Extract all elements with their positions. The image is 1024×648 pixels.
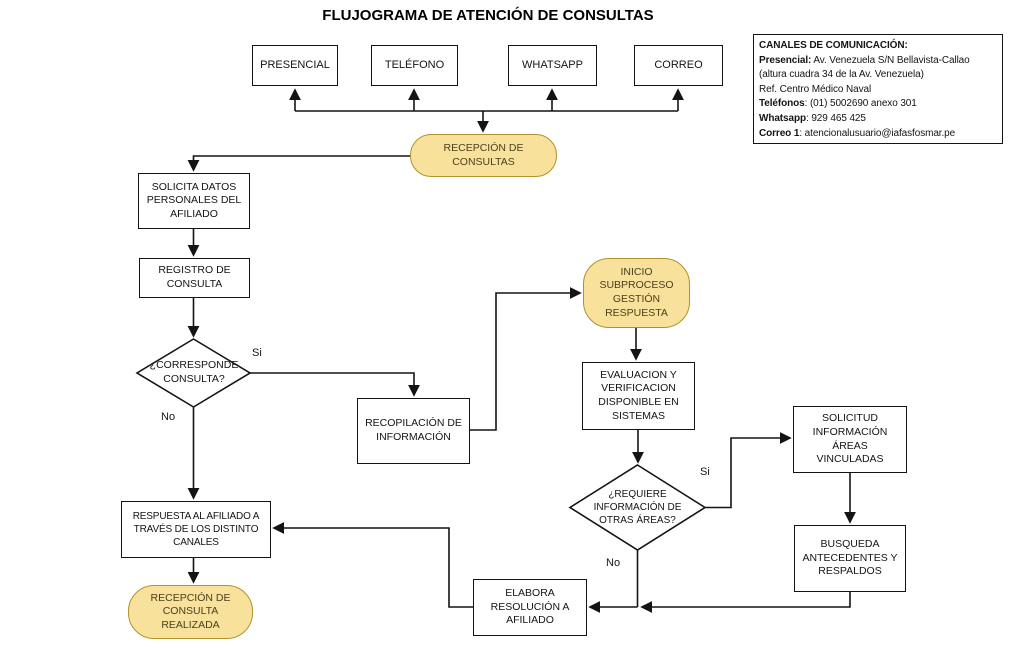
edge-recepcion-to-solicita bbox=[187, 155, 410, 172]
node-registro-consulta: REGISTRO DE CONSULTA bbox=[139, 258, 250, 298]
channel-presencial: PRESENCIAL bbox=[252, 45, 338, 86]
edge-elabora-to-respuesta bbox=[272, 522, 473, 608]
channel-whatsapp: WHATSAPP bbox=[508, 45, 597, 86]
node-recopilacion-informacion: RECOPILACIÓN DE INFORMACIÓN bbox=[357, 398, 470, 464]
edge-label-corresponde-si: Si bbox=[252, 347, 262, 359]
node-solicita-datos: SOLICITA DATOS PERSONALES DEL AFILIADO bbox=[138, 173, 250, 229]
info-box-canales: CANALES DE COMUNICACIÓN: Presencial: Av.… bbox=[753, 34, 1003, 144]
node-recepcion-consultas: RECEPCIÓN DE CONSULTAS bbox=[410, 134, 557, 177]
edge-decision1-si bbox=[250, 372, 420, 397]
info-box-title: CANALES DE COMUNICACIÓN: bbox=[759, 40, 908, 51]
channel-correo: CORREO bbox=[634, 45, 723, 86]
page-title: FLUJOGRAMA DE ATENCIÓN DE CONSULTAS bbox=[322, 7, 654, 24]
decision-corresponde-shape bbox=[135, 338, 252, 408]
node-solicitud-informacion: SOLICITUD INFORMACIÓN ÁREAS VINCULADAS bbox=[793, 406, 907, 473]
edge-label-requiere-si: Si bbox=[700, 466, 710, 478]
decision-corresponde-label: ¿CORRESPONDE CONSULTA? bbox=[149, 359, 239, 385]
edge-label-requiere-no: No bbox=[606, 557, 621, 569]
edge-decision2-si bbox=[705, 432, 792, 509]
info-line: Ref. Centro Médico Naval bbox=[759, 83, 872, 95]
decision-requiere-label: ¿REQUIERE INFORMACIÓN DE OTRAS ÁREAS? bbox=[593, 489, 682, 526]
decision-requiere-shape bbox=[568, 464, 707, 551]
edge-label-corresponde-no: No bbox=[161, 411, 176, 423]
node-inicio-subproceso: INICIO SUBPROCESO GESTIÓN RESPUESTA bbox=[583, 258, 690, 328]
node-busqueda-antecedentes: BUSQUEDA ANTECEDENTES Y RESPALDOS bbox=[794, 525, 906, 592]
edge-recopilacion-to-inicio bbox=[470, 287, 582, 431]
node-elabora-resolucion: ELABORA RESOLUCIÓN A AFILIADO bbox=[473, 579, 587, 636]
node-evaluacion-verificacion: EVALUACION Y VERIFICACION DISPONIBLE EN … bbox=[582, 362, 695, 430]
node-recepcion-realizada: RECEPCIÓN DE CONSULTA REALIZADA bbox=[128, 585, 253, 639]
info-line: Presencial: Av. Venezuela S/N Bellavista… bbox=[759, 54, 970, 66]
node-respuesta-afiliado: RESPUESTA AL AFILIADO A TRAVÉS DE LOS DI… bbox=[121, 501, 271, 558]
info-line: Correo 1: atencionalusuario@iafasfosmar.… bbox=[759, 127, 956, 139]
info-line: Teléfonos: (01) 5002690 anexo 301 bbox=[759, 98, 917, 110]
info-line: Whatsapp: 929 465 425 bbox=[759, 112, 866, 124]
channel-telefono: TELÉFONO bbox=[371, 45, 458, 86]
edge-busqueda-to-junction bbox=[640, 592, 851, 613]
info-line: (altura cuadra 34 de la Av. Venezuela) bbox=[759, 69, 924, 81]
